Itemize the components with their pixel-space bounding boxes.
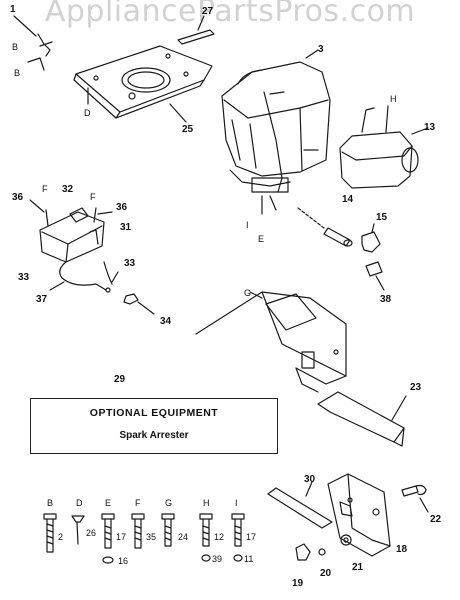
hardware-qty-e: 17 [116,532,127,542]
hardware-extra-e: 16 [118,556,129,566]
hardware-bolt-b [43,513,57,553]
callout-27: 27 [202,6,214,17]
hardware-qty-g: 24 [178,532,189,542]
hardware-letter-b: B [47,498,54,508]
callout-19: 19 [292,578,304,589]
part-19-nut [295,543,311,561]
callout-33a: 33 [18,272,30,283]
callout-32: 32 [62,184,74,195]
part-38-clamp [365,261,385,291]
hardware-qty-h: 12 [214,532,225,542]
part-14-pipe [297,207,353,247]
part-23-bracket [317,391,407,447]
part-34-nut [123,293,155,315]
part-27-strip [177,15,215,45]
hardware-letter-d: D [76,498,83,508]
ref-letter-g: G [244,288,252,298]
hardware-qty-f: 35 [146,532,157,542]
callout-14: 14 [342,194,354,205]
callout-1: 1 [10,4,16,15]
hardware-bolt-h [199,513,213,562]
hardware-letter-g: G [165,498,173,508]
hardware-bolt-e [101,513,115,564]
hardware-bolt-f [131,513,145,549]
callout-3: 3 [318,44,324,55]
callout-23: 23 [410,382,422,393]
callout-33b: 33 [124,258,136,269]
callout-38: 38 [380,294,392,305]
hardware-qty-b: 2 [58,532,64,542]
ref-letter-i: I [246,220,249,230]
part-30-strip [267,481,333,529]
ref-letter-b-2: B [14,68,21,78]
callout-36b: 36 [116,202,128,213]
part-3-engine [221,49,331,215]
callout-20: 20 [320,568,332,579]
part-22-bolt [401,484,429,513]
part-18-plate [327,473,391,557]
ref-letter-e: E [258,234,265,244]
spark-arrester-label: Spark Arrester [119,430,189,441]
part-31-switch [29,199,113,263]
callout-31: 31 [120,222,132,233]
watermark: AppliancePartsPros.com [44,0,416,29]
hardware-letter-e: E [105,498,112,508]
callout-37: 37 [36,294,48,305]
hardware-qty-i: 17 [246,532,257,542]
ref-letter-b-1: B [12,42,19,52]
part-15-elbow [361,223,381,253]
frame-section [195,291,347,393]
optional-equipment-title: OPTIONAL EQUIPMENT [89,407,219,419]
part-1-bracket [13,15,53,71]
callout-30: 30 [304,474,316,485]
hardware-bolt-i [231,513,245,562]
callout-36a: 36 [12,192,24,203]
callout-18: 18 [396,544,408,555]
callout-34: 34 [160,316,172,327]
callout-22: 22 [430,514,442,525]
callout-13: 13 [424,122,436,133]
part-25-mounting-plate [73,45,213,123]
callout-21: 21 [352,562,364,573]
part-21-washer [340,534,352,546]
ref-letter-d: D [84,108,91,118]
hardware-letter-i: I [235,498,238,508]
callout-15: 15 [376,212,388,223]
optional-equipment-box: OPTIONAL EQUIPMENT Spark Arrester [30,398,278,454]
hardware-extra-h: 39 [212,554,223,564]
hardware-extra-i: 11 [244,554,254,564]
hardware-screw-d [71,515,85,545]
part-37-wire [49,261,119,293]
part-13-muffler [339,105,429,189]
hardware-row [43,513,245,564]
hardware-letter-f: F [135,498,141,508]
hardware-letter-h: H [203,498,210,508]
ref-letter-f-1: F [42,184,48,194]
ref-letter-f-2: F [90,192,96,202]
ref-letter-h: H [390,94,397,104]
callout-25: 25 [182,124,194,135]
hardware-qty-d: 26 [86,528,97,538]
callout-29: 29 [114,374,126,385]
part-20-washer [318,548,326,556]
hardware-bolt-g [161,513,175,547]
